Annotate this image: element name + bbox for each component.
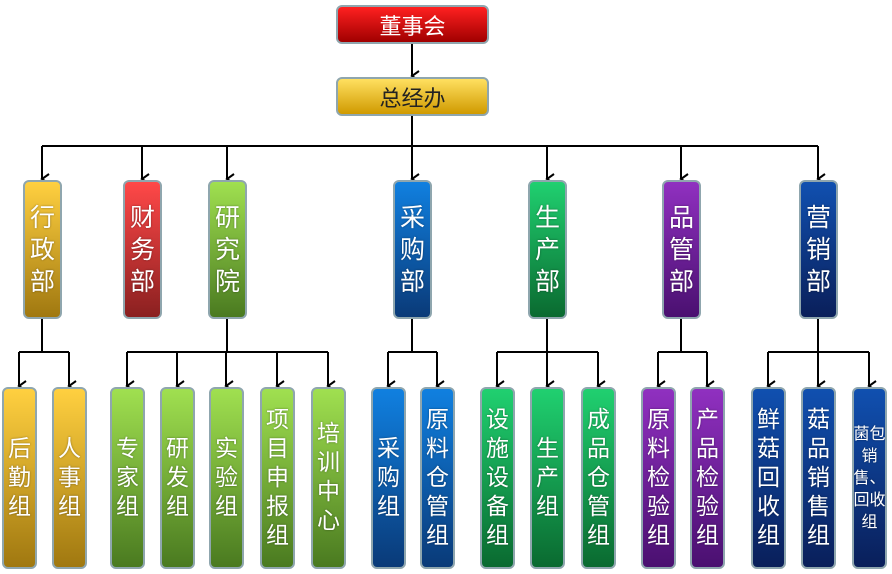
group-box[interactable]: 原料检验组: [641, 387, 676, 569]
department-box[interactable]: 行政部: [23, 180, 62, 319]
department-box[interactable]: 品管部: [662, 180, 701, 319]
group-box[interactable]: 生产组: [530, 387, 565, 569]
group-box[interactable]: 采购组: [371, 387, 406, 569]
department-box[interactable]: 采购部: [393, 180, 432, 319]
group-box[interactable]: 研发组: [160, 387, 195, 569]
group-box[interactable]: 原料仓管组: [420, 387, 455, 569]
department-box[interactable]: 研究院: [208, 180, 247, 319]
group-box[interactable]: 成品仓管组: [581, 387, 616, 569]
department-box[interactable]: 财务部: [123, 180, 162, 319]
group-box[interactable]: 菇品销售组: [801, 387, 836, 569]
group-box[interactable]: 实验组: [209, 387, 244, 569]
department-box[interactable]: 营销部: [799, 180, 838, 319]
group-box[interactable]: 项目申报组: [260, 387, 295, 569]
department-box[interactable]: 生产部: [528, 180, 567, 319]
group-box[interactable]: 菌包销售、回收组: [852, 387, 887, 569]
board-box[interactable]: 董事会: [336, 5, 489, 44]
general-manager-office-box[interactable]: 总经办: [336, 77, 489, 116]
group-box[interactable]: 产品检验组: [690, 387, 725, 569]
group-box[interactable]: 设施设备组: [480, 387, 515, 569]
group-box[interactable]: 后勤组: [2, 387, 37, 569]
group-box[interactable]: 专家组: [110, 387, 145, 569]
group-box[interactable]: 鲜菇回收组: [751, 387, 786, 569]
group-box[interactable]: 培训中心: [311, 387, 346, 569]
group-box[interactable]: 人事组: [52, 387, 87, 569]
